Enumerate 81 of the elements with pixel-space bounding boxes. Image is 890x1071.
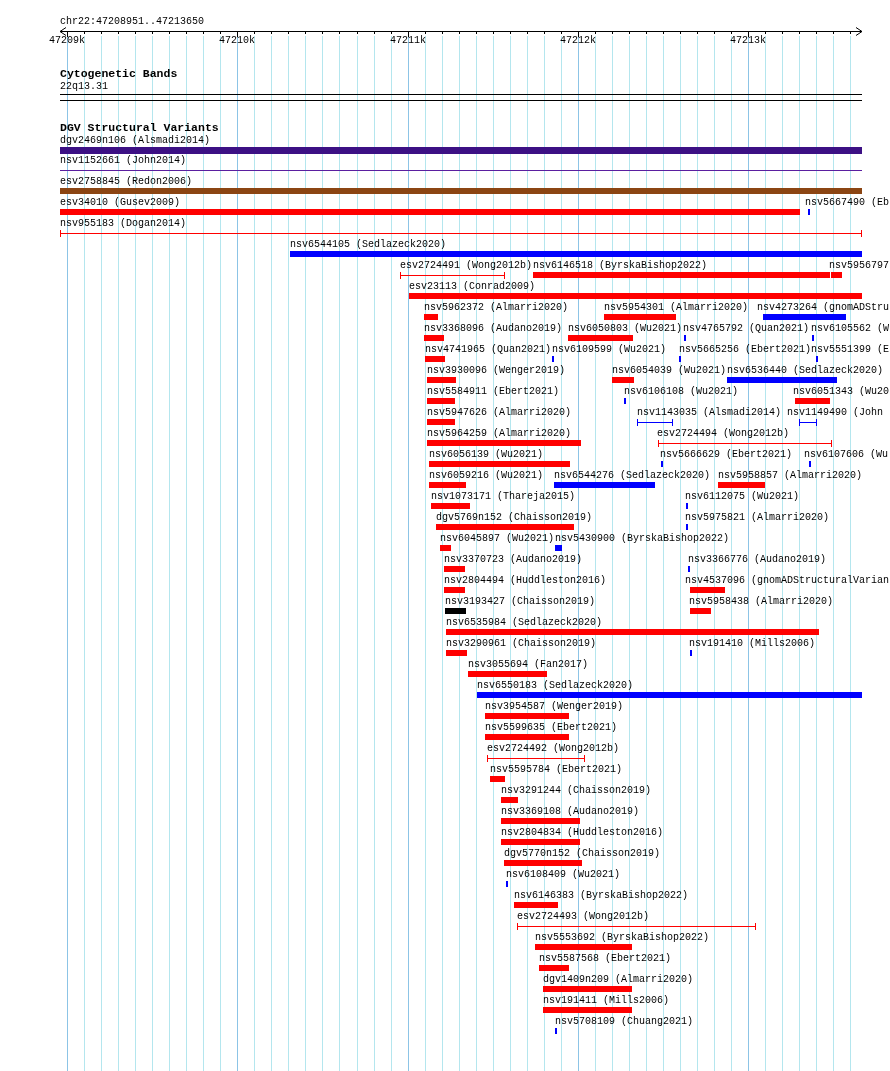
variant-label: nsv191410 (Mills2006)	[689, 638, 816, 649]
variant-label: nsv5964259 (Almarri2020)	[427, 428, 572, 439]
variant-label: nsv2804494 (Huddleston2016)	[444, 575, 607, 586]
variant-label: nsv4273264 (gnomADStru	[757, 302, 890, 313]
variant-label: nsv6107606 (Wu	[804, 449, 888, 460]
variant-label: nsv4765792 (Quan2021)	[683, 323, 810, 334]
variant-label: nsv5958857 (Almarri2020)	[718, 470, 863, 481]
variant-label: esv2724491 (Wong2012b)	[400, 260, 533, 271]
variant-label: nsv1073171 (Thareja2015)	[431, 491, 576, 502]
variant-label: nsv5708109 (Chuang2021)	[555, 1016, 694, 1027]
variant-label: nsv5666629 (Ebert2021)	[660, 449, 793, 460]
variant-label: nsv3954587 (Wenger2019)	[485, 701, 624, 712]
variant-label: dgv5769n152 (Chaisson2019)	[436, 512, 593, 523]
variant-label: nsv3368096 (Audano2019)	[424, 323, 563, 334]
variant-label: nsv3366776 (Audano2019)	[688, 554, 827, 565]
variant-label: esv2724492 (Wong2012b)	[487, 743, 620, 754]
variant-label: nsv5975821 (Almarri2020)	[685, 512, 830, 523]
variant-label: nsv6544276 (Sedlazeck2020)	[554, 470, 711, 481]
variant-label: dgv2469n106 (Alsmadi2014)	[60, 135, 211, 146]
variant-label: nsv5599635 (Ebert2021)	[485, 722, 618, 733]
axis-tick-label: 47212k	[560, 35, 596, 46]
variant-label: dgv5770n152 (Chaisson2019)	[504, 848, 661, 859]
variant-label: nsv6056139 (Wu2021)	[429, 449, 544, 460]
variant-label: esv2758845 (Redon2006)	[60, 176, 193, 187]
track-title: DGV Structural Variants	[60, 121, 219, 134]
variant-label: nsv5956797	[829, 260, 889, 271]
variant-label: nsv6146518 (ByrskaBishop2022)	[533, 260, 708, 271]
variant-label: nsv6105562 (W	[811, 323, 889, 334]
variant-label: nsv5587568 (Ebert2021)	[539, 953, 672, 964]
variant-label: nsv6045897 (Wu2021)	[440, 533, 555, 544]
variant-label: nsv5665256 (Ebert2021)	[679, 344, 812, 355]
variant-label: nsv3370723 (Audano2019)	[444, 554, 583, 565]
variant-label: nsv6051343 (Wu20	[793, 386, 889, 397]
variant-label: nsv6059216 (Wu2021)	[429, 470, 544, 481]
variant-label: nsv5551399 (E	[811, 344, 889, 355]
variant-label: nsv5667490 (Eb	[805, 197, 889, 208]
variant-label: nsv6536440 (Sedlazeck2020)	[727, 365, 884, 376]
variant-label: nsv5954301 (Almarri2020)	[604, 302, 749, 313]
variant-label: nsv1143035 (Alsmadi2014)	[637, 407, 782, 418]
variant-label: nsv5595784 (Ebert2021)	[490, 764, 623, 775]
axis-tick-label: 47213k	[730, 35, 766, 46]
axis-tick-label: 47209k	[49, 35, 85, 46]
variant-label: nsv5947626 (Almarri2020)	[427, 407, 572, 418]
variant-label: nsv4741965 (Quan2021)	[425, 344, 552, 355]
variant-label: nsv3369108 (Audano2019)	[501, 806, 640, 817]
variant-label: nsv1149490 (John	[787, 407, 883, 418]
variant-label: nsv4537096 (gnomADStructuralVarian	[685, 575, 890, 586]
variant-label: nsv6106108 (Wu2021)	[624, 386, 739, 397]
variant-label: dgv1409n209 (Almarri2020)	[543, 974, 694, 985]
variant-label: esv23113 (Conrad2009)	[409, 281, 536, 292]
variant-label: nsv191411 (Mills2006)	[543, 995, 670, 1006]
variant-label: nsv6108409 (Wu2021)	[506, 869, 621, 880]
band-label: 22q13.31	[60, 81, 108, 92]
variant-label: nsv2804834 (Huddleston2016)	[501, 827, 664, 838]
axis-tick-label: 47210k	[219, 35, 255, 46]
variant-label: nsv6544105 (Sedlazeck2020)	[290, 239, 447, 250]
track-title: Cytogenetic Bands	[60, 67, 178, 80]
variant-label: nsv6146383 (ByrskaBishop2022)	[514, 890, 689, 901]
variant-label: nsv6535984 (Sedlazeck2020)	[446, 617, 603, 628]
variant-label: nsv6054039 (Wu2021)	[612, 365, 727, 376]
variant-label: nsv5958438 (Almarri2020)	[689, 596, 834, 607]
variant-label: nsv5962372 (Almarri2020)	[424, 302, 569, 313]
variant-label: esv2724493 (Wong2012b)	[517, 911, 650, 922]
variant-label: nsv5553692 (ByrskaBishop2022)	[535, 932, 710, 943]
variant-label: nsv6109599 (Wu2021)	[552, 344, 667, 355]
variant-label: esv34010 (Gusev2009)	[60, 197, 181, 208]
variant-label: nsv3193427 (Chaisson2019)	[445, 596, 596, 607]
variant-label: nsv1152661 (John2014)	[60, 155, 187, 166]
variant-label: esv2724494 (Wong2012b)	[657, 428, 790, 439]
variant-label: nsv955183 (Dogan2014)	[60, 218, 187, 229]
axis-tick-label: 47211k	[390, 35, 426, 46]
variant-label: nsv6550183 (Sedlazeck2020)	[477, 680, 634, 691]
variant-label: nsv3930096 (Wenger2019)	[427, 365, 566, 376]
variant-label: nsv5430900 (ByrskaBishop2022)	[555, 533, 730, 544]
variant-label: nsv6112075 (Wu2021)	[685, 491, 800, 502]
location-label: chr22:47208951..47213650	[60, 16, 205, 27]
variant-label: nsv3055694 (Fan2017)	[468, 659, 589, 670]
variant-label: nsv3291244 (Chaisson2019)	[501, 785, 652, 796]
variant-label: nsv5584911 (Ebert2021)	[427, 386, 560, 397]
variant-label: nsv3290961 (Chaisson2019)	[446, 638, 597, 649]
variant-label: nsv6050803 (Wu2021)	[568, 323, 683, 334]
